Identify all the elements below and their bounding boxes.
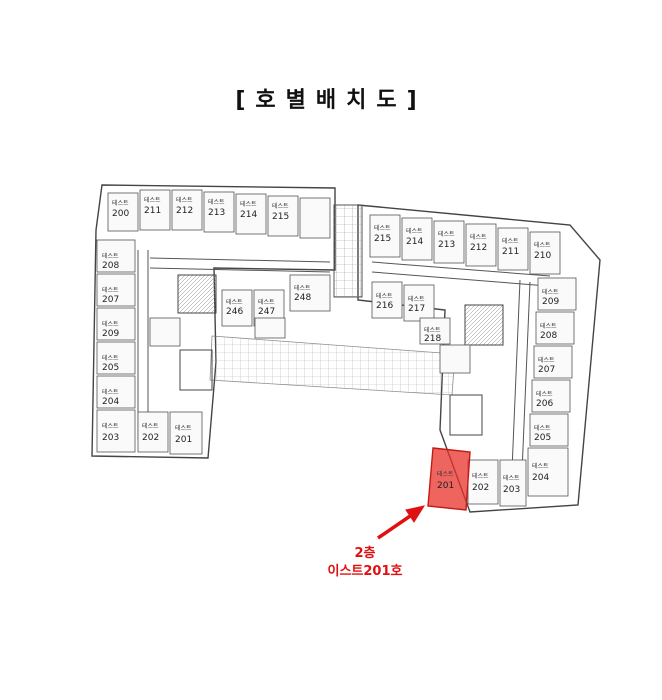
room-type-label: 테스트 [472, 472, 489, 480]
room-number: 212 [470, 243, 487, 253]
west-top-rooms [107, 189, 331, 239]
room-number: 216 [376, 301, 393, 311]
room-type-label: 테스트 [112, 199, 129, 207]
room-type-label: 테스트 [102, 388, 119, 396]
room-number: 212 [176, 206, 193, 216]
room-number: 213 [438, 240, 455, 250]
east-bottom-rooms [467, 459, 527, 507]
room-number: 205 [102, 363, 119, 373]
room-type-label: 테스트 [406, 227, 423, 235]
room-number: 248 [294, 293, 311, 303]
room-type-label: 테스트 [240, 200, 257, 208]
room-type-label: 테스트 [226, 298, 243, 306]
room-type-label: 테스트 [294, 284, 311, 292]
room-type-label: 테스트 [470, 233, 487, 241]
room-type-label: 테스트 [502, 237, 519, 245]
room-number: 201 [175, 435, 192, 445]
callout-room: 이스트201호 [327, 564, 403, 579]
room-number: 210 [534, 251, 551, 261]
room-number: 209 [542, 297, 559, 307]
room-number: 204 [532, 473, 549, 483]
room-number: 217 [408, 304, 425, 314]
room-type-label: 테스트 [424, 326, 441, 334]
room-number: 215 [272, 212, 289, 222]
room-callout: 2층 이스트201호 [290, 545, 440, 581]
east-inner-rooms [371, 281, 471, 374]
room-type-label: 테스트 [408, 295, 425, 303]
room-type-label: 테스트 [538, 356, 555, 364]
room-type-label: 테스트 [258, 298, 275, 306]
room-type-label: 테스트 [438, 230, 455, 238]
east-room-labels: 테스트 215 테스트 214 테스트 213 테스트 212 테스트 211 … [374, 224, 559, 495]
room-type-label: 테스트 [272, 202, 289, 210]
stair-west [177, 274, 217, 314]
room-number: 202 [142, 433, 159, 443]
room-number: 205 [534, 433, 551, 443]
room-number: 214 [240, 210, 257, 220]
room-type-label: 테스트 [144, 196, 161, 204]
room-number: 203 [102, 433, 119, 443]
room-number: 213 [208, 208, 225, 218]
room-number: 202 [472, 483, 489, 493]
callout-floor: 2층 [354, 546, 376, 561]
room-type-label: 테스트 [102, 320, 119, 328]
room-number: 246 [226, 307, 243, 317]
room-number: 211 [144, 206, 161, 216]
room-type-label: 테스트 [175, 424, 192, 432]
west-inner-rooms [149, 274, 331, 347]
room-type-label: 테스트 [536, 390, 553, 398]
room-number: 206 [536, 399, 553, 409]
room-type-label: 테스트 [102, 422, 119, 430]
central-atrium [333, 204, 363, 298]
room-type-label: 테스트 [540, 322, 557, 330]
room-number: 211 [502, 247, 519, 257]
room-number: 208 [540, 331, 557, 341]
room-number: 209 [102, 329, 119, 339]
room-number: 215 [374, 234, 391, 244]
east-right-rooms [527, 277, 577, 497]
room-type-label: 테스트 [102, 252, 119, 260]
room-type-label: 테스트 [542, 288, 559, 296]
room-type-label: 테스트 [376, 292, 393, 300]
room-number: 204 [102, 397, 119, 407]
room-number: 214 [406, 237, 423, 247]
room-type-label: 테스트 [102, 354, 119, 362]
room-type-label: 테스트 [534, 424, 551, 432]
room-number: 200 [112, 209, 129, 219]
room-number: 208 [102, 261, 119, 271]
red-arrow-icon [377, 505, 426, 540]
west-left-rooms [96, 239, 136, 453]
room-type-label: 테스트 [142, 422, 159, 430]
room-type-label: 테스트 [208, 198, 225, 206]
east-top-rooms [369, 214, 561, 275]
highlight-room-number: 201 [437, 481, 454, 491]
room-number: 203 [503, 485, 520, 495]
room-number: 207 [538, 365, 555, 375]
room-type-label: 테스트 [176, 196, 193, 204]
room-type-label: 테스트 [102, 286, 119, 294]
room-number: 207 [102, 295, 119, 305]
elevator-east [449, 394, 483, 436]
west-bottom-rooms [137, 411, 203, 455]
page-title: [호별배치도] [235, 88, 427, 113]
balcony-band [209, 335, 456, 396]
room-type-label: 테스트 [374, 224, 391, 232]
elevator-west [179, 349, 213, 391]
west-room-labels: 테스트 200 테스트 211 테스트 212 테스트 213 테스트 214 … [102, 196, 311, 445]
room-number: 218 [424, 334, 441, 344]
highlight-room-201 [427, 447, 471, 511]
room-type-label: 테스트 [503, 474, 520, 482]
room-type-label: 테스트 [534, 241, 551, 249]
stair-east [464, 304, 504, 346]
room-number: 247 [258, 307, 275, 317]
room-type-label: 테스트 [532, 462, 549, 470]
room-type-label: 테스트 [437, 470, 454, 478]
